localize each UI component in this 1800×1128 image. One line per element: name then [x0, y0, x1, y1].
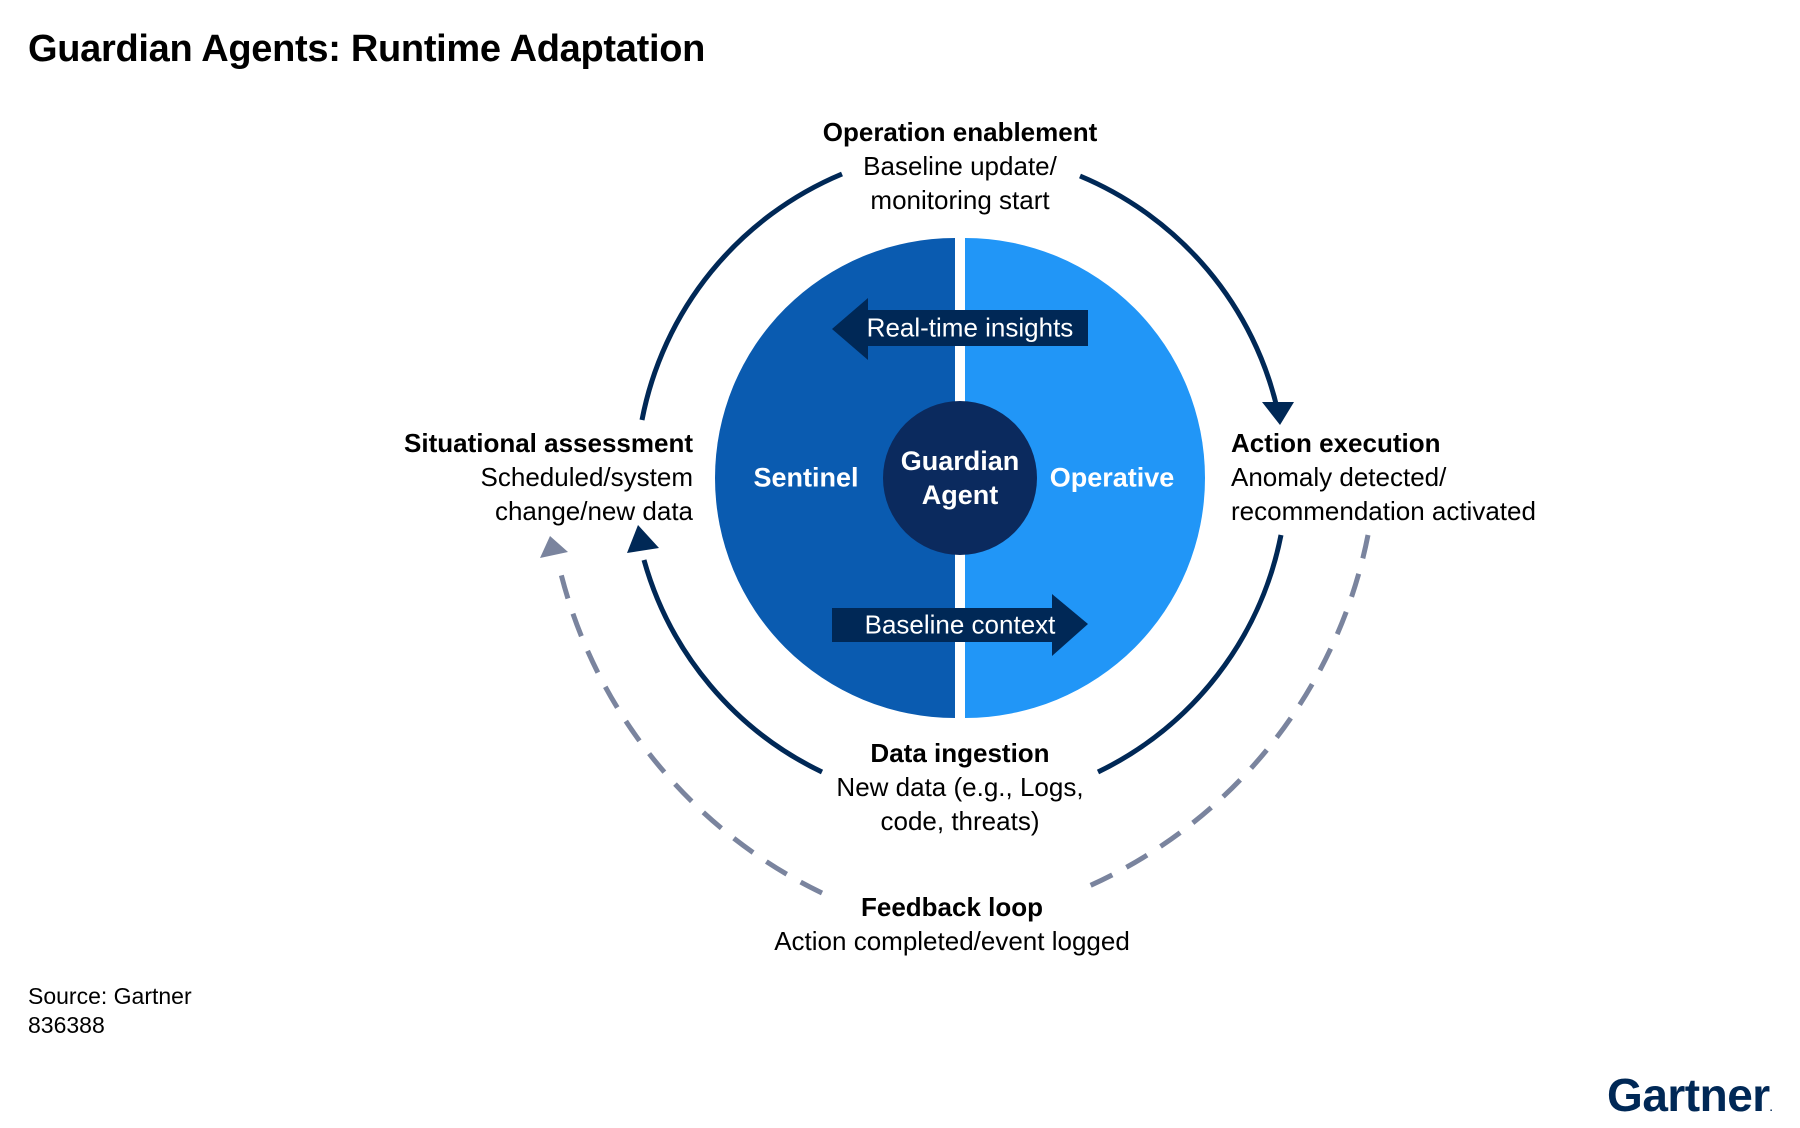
stage-situational-assessment: Situational assessment Scheduled/system … — [404, 426, 693, 528]
arc-execution-to-ingestion — [1096, 534, 1284, 775]
real-time-insights-label: Real-time insights — [866, 312, 1074, 343]
sentinel-label: Sentinel — [753, 462, 859, 493]
operative-half — [965, 238, 1205, 718]
figure-id: 836388 — [28, 1012, 105, 1038]
guardian-agent-label: Guardian Agent — [901, 444, 1020, 512]
stage-text: Anomaly detected/ — [1231, 462, 1447, 492]
feedback-loop-arc-left — [557, 569, 824, 896]
guardian-agent-core — [883, 401, 1037, 555]
stage-text: code, threats) — [880, 806, 1040, 836]
stage-heading: Operation enablement — [822, 117, 1098, 147]
stage-heading: Situational assessment — [404, 428, 693, 458]
real-time-insights-arrow — [832, 298, 1088, 360]
core-label-line: Guardian — [900, 446, 1020, 476]
baseline-context-label: Baseline context — [864, 609, 1056, 640]
stage-heading: Action execution — [1231, 428, 1441, 458]
page-title: Guardian Agents: Runtime Adaptation — [28, 28, 706, 70]
stage-text: change/new data — [494, 496, 693, 526]
stage-action-execution: Action execution Anomaly detected/ recom… — [1231, 426, 1536, 528]
stage-text: New data (e.g., Logs, — [836, 772, 1084, 802]
stage-operation-enablement: Operation enablement Baseline update/ mo… — [823, 115, 1098, 217]
sentinel-half — [715, 238, 955, 718]
stage-text: Scheduled/system — [480, 462, 693, 492]
operative-label: Operative — [1049, 462, 1175, 493]
stage-text: Baseline update/ — [863, 151, 1057, 181]
brand-text: Gartner — [1607, 1069, 1770, 1121]
source-text: Source: Gartner — [28, 983, 192, 1009]
arrowhead-situational-assessment — [627, 525, 659, 553]
arc-assessment-to-enablement — [639, 171, 843, 421]
stage-heading: Feedback loop — [860, 892, 1044, 922]
gartner-logo: Gartner. — [1607, 1069, 1773, 1121]
arc-ingestion-to-assessment — [641, 559, 824, 775]
stage-feedback-loop: Feedback loop Action completed/event log… — [774, 890, 1130, 958]
arrowhead-action-execution — [1262, 402, 1294, 425]
arrowhead-feedback-loop — [540, 536, 568, 558]
stage-heading: Data ingestion — [870, 738, 1050, 768]
source-note: Source: Gartner 836388 — [28, 982, 192, 1040]
stage-text: monitoring start — [870, 185, 1050, 215]
baseline-context-arrow — [832, 594, 1088, 656]
feedback-loop-arc — [1079, 534, 1371, 893]
core-label-line: Agent — [921, 480, 999, 510]
arc-enablement-to-execution — [1079, 173, 1281, 413]
stage-data-ingestion: Data ingestion New data (e.g., Logs, cod… — [836, 736, 1083, 838]
stage-text: Action completed/event logged — [774, 926, 1130, 956]
stage-text: recommendation activated — [1231, 496, 1536, 526]
